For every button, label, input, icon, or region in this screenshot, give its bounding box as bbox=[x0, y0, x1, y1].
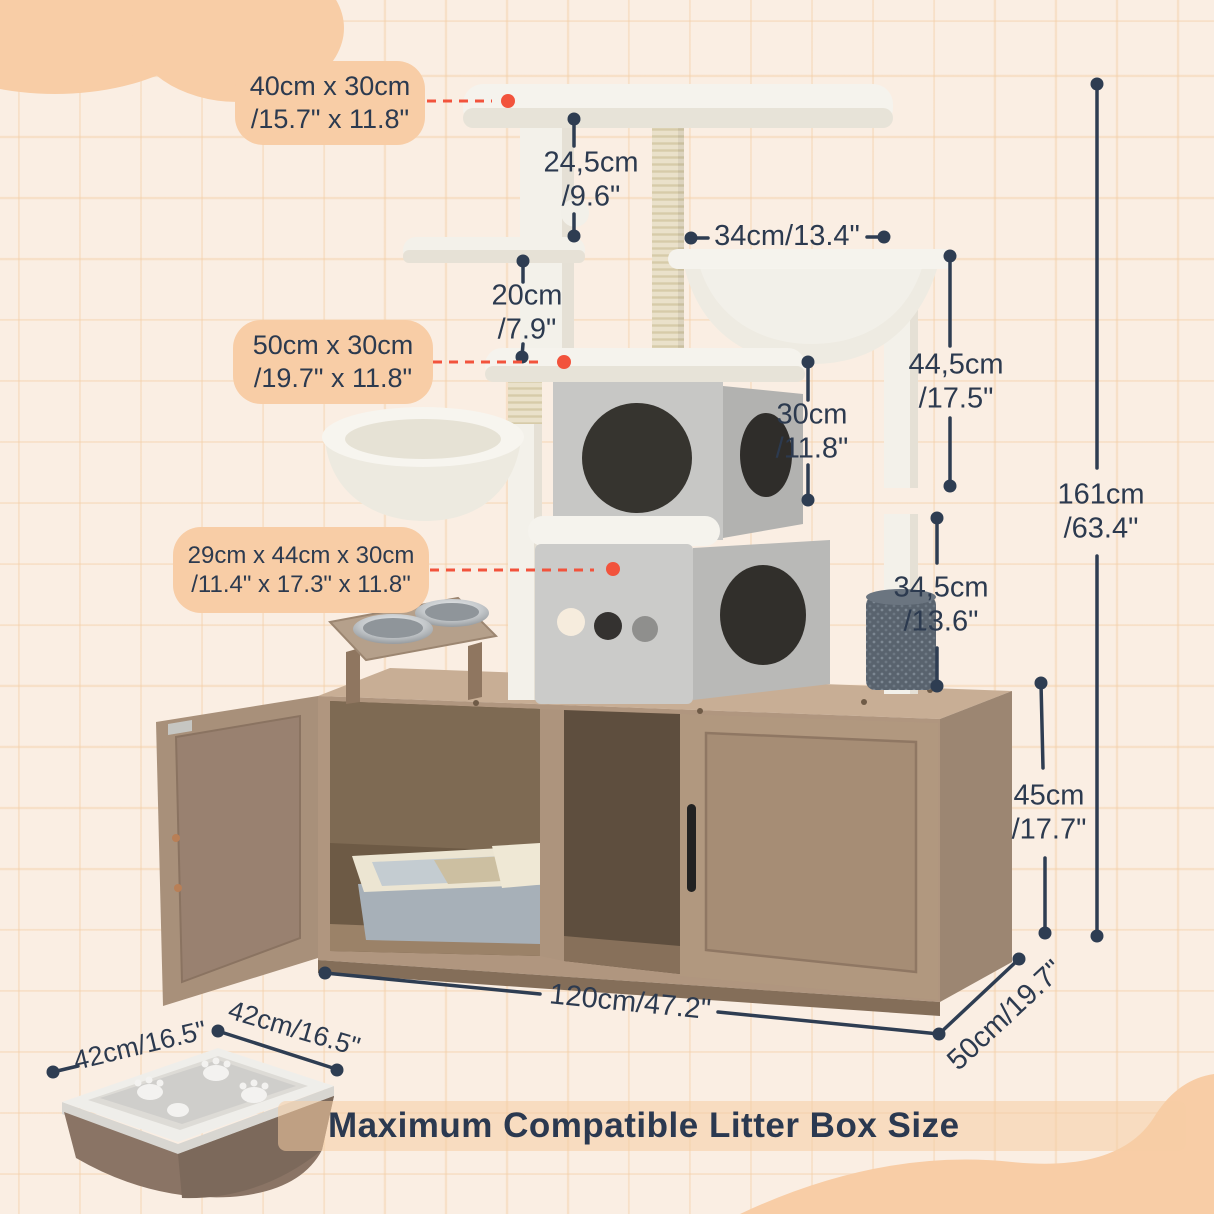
callout-line: 40cm x 30cm bbox=[249, 71, 411, 102]
litter-box-illustration bbox=[62, 1048, 334, 1199]
cabinet-left-door-open bbox=[156, 696, 318, 1006]
litter-paw-prints bbox=[134, 1057, 269, 1117]
dim-height-20cm: 20cm /7.9" bbox=[491, 279, 563, 345]
callout-leader-lines bbox=[427, 94, 620, 576]
plush-board bbox=[485, 348, 805, 382]
bottom-banner: Maximum Compatible Litter Box Size bbox=[278, 1101, 1186, 1151]
callout-top-platform-size: 40cm x 30cm /15.7" x 11.8" bbox=[235, 61, 425, 145]
callout-line: 50cm x 30cm bbox=[252, 330, 414, 361]
callout-line: /15.7" x 11.8" bbox=[250, 104, 410, 134]
dim-height-24-5cm: 24,5cm /9.6" bbox=[543, 146, 639, 212]
cabinet-left-compartment bbox=[330, 701, 556, 956]
callout-line: /19.7" x 11.8" bbox=[253, 363, 413, 393]
sisal-scratching-post bbox=[652, 124, 684, 370]
dim-cabinet-height-45cm: 45cm /17.7" bbox=[1011, 779, 1087, 845]
top-platform bbox=[463, 84, 893, 128]
inner-litter-box bbox=[352, 843, 556, 944]
dim-height-34-5cm: 34,5cm /13.6" bbox=[893, 571, 989, 637]
hammock bbox=[668, 249, 954, 364]
wave-decoration bbox=[740, 1074, 1214, 1214]
callout-line: /11.4" x 17.3" x 11.8" bbox=[191, 571, 411, 598]
dim-height-30cm: 30cm /11.8" bbox=[775, 398, 849, 464]
litter-box-enclosure-cabinet bbox=[156, 668, 1012, 1016]
cabinet-middle-compartment bbox=[564, 710, 680, 974]
door-handle bbox=[687, 804, 696, 892]
elevated-feeding-station bbox=[328, 596, 499, 704]
callout-dot-felt-condo bbox=[606, 562, 620, 576]
dim-total-height-161cm: 161cm /63.4" bbox=[1057, 478, 1145, 544]
cabinet-right-door bbox=[680, 714, 938, 1000]
dim-height-44-5cm: 44,5cm /17.5" bbox=[908, 348, 1004, 414]
basket-bed bbox=[322, 407, 524, 521]
cat-self-groomer-brush bbox=[866, 589, 936, 690]
dimension-lines bbox=[46, 77, 1104, 1079]
cat-tree bbox=[322, 84, 954, 704]
callout-line: 29cm x 44cm x 30cm bbox=[187, 541, 415, 569]
middle-platform bbox=[403, 237, 585, 263]
upper-felt-cube bbox=[553, 382, 803, 540]
banner-text: Maximum Compatible Litter Box Size bbox=[328, 1106, 960, 1145]
callout-mid-platform-size: 50cm x 30cm /19.7" x 11.8" bbox=[233, 320, 433, 404]
callout-dot-mid-platform bbox=[557, 355, 571, 369]
food-bowls bbox=[353, 599, 489, 644]
callout-felt-condo-size: 29cm x 44cm x 30cm /11.4" x 17.3" x 11.8… bbox=[173, 527, 429, 613]
dim-width-34cm: 34cm/13.4" bbox=[714, 220, 860, 253]
callout-dot-top-platform bbox=[501, 94, 515, 108]
lower-felt-condo bbox=[528, 516, 830, 704]
